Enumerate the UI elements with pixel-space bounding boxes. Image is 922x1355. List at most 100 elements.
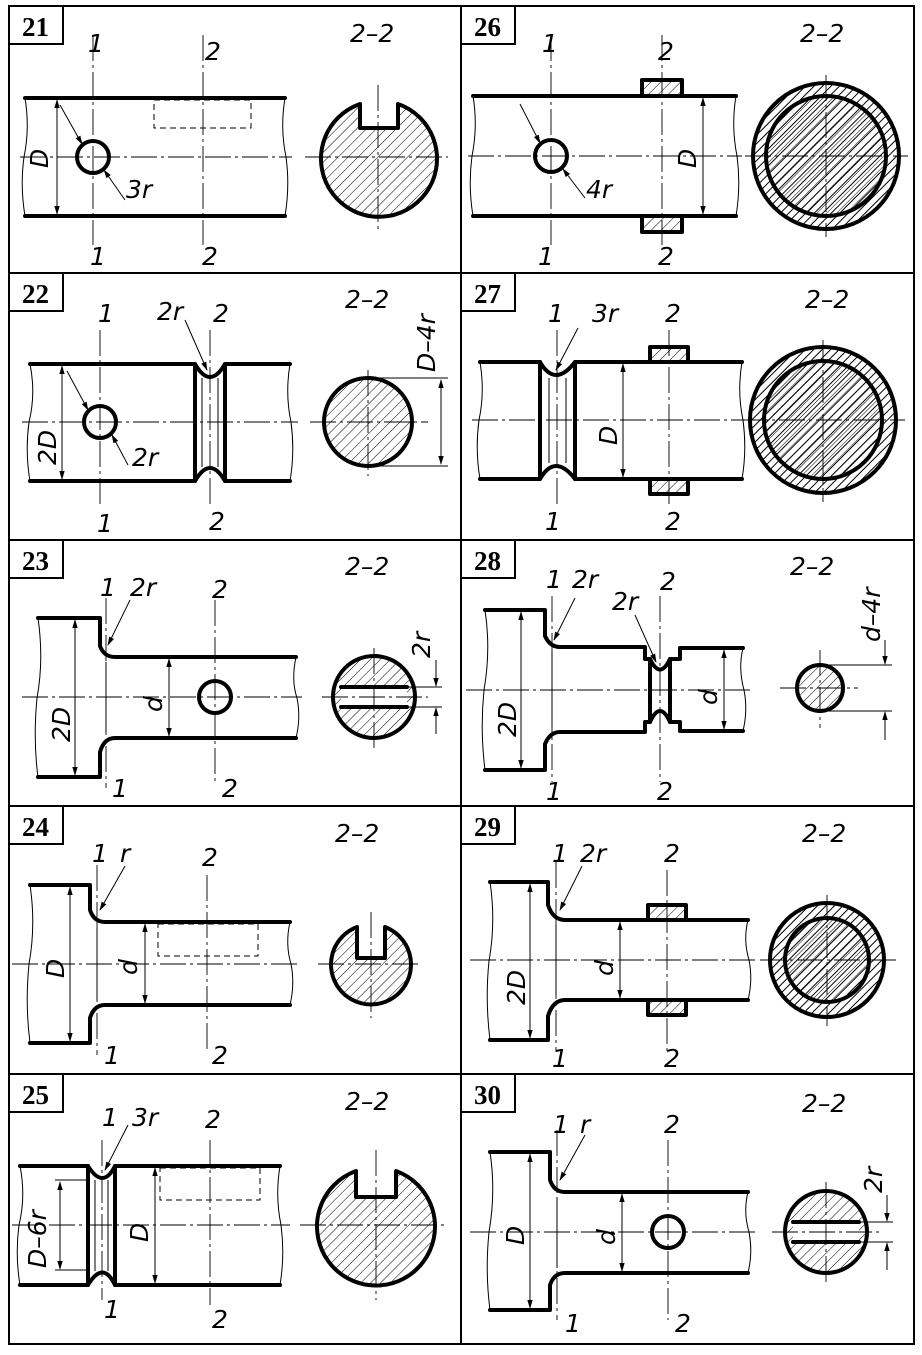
dimension-label: D–6r xyxy=(23,1208,52,1268)
cut-label: 2 xyxy=(212,1041,228,1070)
section-view xyxy=(780,640,892,740)
dimension-label: 2r xyxy=(580,839,608,868)
dimension-label: d–4r xyxy=(857,586,886,642)
panel-number: 30 xyxy=(474,1080,501,1110)
cut-label: 2 xyxy=(212,575,228,604)
cut-label: 2 xyxy=(675,1309,691,1338)
dimension-label: 2D xyxy=(47,707,76,742)
shaft-view xyxy=(470,862,755,1052)
dimension-label: 2r xyxy=(612,587,640,616)
panel-22: 22 2–2 1 2r 2 1 2 2D 2r xyxy=(8,272,448,538)
cut-label: 1 xyxy=(104,1295,120,1324)
dimension-label: 2r xyxy=(572,565,600,594)
dimension-label: d xyxy=(114,959,143,975)
section-view xyxy=(772,1182,893,1284)
dimension-label: D xyxy=(41,959,70,978)
dimension-label: 2r xyxy=(859,1165,888,1193)
panel-24: 24 2–2 1 r 2 1 2 D d xyxy=(8,805,420,1070)
cut-label: 1 xyxy=(97,509,113,538)
section-label: 2–2 xyxy=(335,819,379,848)
dimension-label: r xyxy=(120,839,132,868)
panel-number-box xyxy=(8,5,64,45)
dimension-label: D–4r xyxy=(412,312,441,372)
shaft-view xyxy=(12,865,298,1055)
panel-23: 23 2–2 1 2r 2 1 2 2D d xyxy=(8,539,442,803)
panel-number: 24 xyxy=(22,812,49,842)
panel-number: 23 xyxy=(22,546,49,576)
cut-label: 1 xyxy=(100,573,116,602)
section-label: 2–2 xyxy=(345,285,389,314)
section-view xyxy=(742,340,905,502)
dimension-label: d xyxy=(694,689,723,705)
dimension-label: 2D xyxy=(493,702,522,737)
panel-21: 21 2–2 1 2 1 2 D 3r xyxy=(8,5,448,271)
shaft-view xyxy=(22,598,302,788)
dimension-label: 3r xyxy=(592,299,620,328)
cut-label: 1 xyxy=(546,565,562,594)
dimension-label: D xyxy=(25,149,54,168)
dimension-label: D xyxy=(501,1226,530,1245)
shaft-view xyxy=(468,35,742,245)
panel-number: 25 xyxy=(22,1080,49,1110)
panel-number: 21 xyxy=(22,12,49,42)
cut-label: 2 xyxy=(205,1105,221,1134)
cut-label: 1 xyxy=(112,774,128,803)
section-label: 2–2 xyxy=(802,819,846,848)
cut-label: 1 xyxy=(90,242,106,271)
dimension-label: 3r xyxy=(126,175,154,204)
cut-label: 2 xyxy=(657,777,673,806)
cut-label: 2 xyxy=(202,843,218,872)
panel-number: 26 xyxy=(474,12,501,42)
section-view xyxy=(322,648,442,750)
section-label: 2–2 xyxy=(350,19,394,48)
section-view xyxy=(300,1150,448,1300)
shaft-view xyxy=(470,1130,755,1320)
dimension-label: d xyxy=(139,696,168,712)
dimension-label: D xyxy=(594,426,623,445)
cut-label: 2 xyxy=(664,839,680,868)
section-view xyxy=(318,912,420,1018)
panel-26: 26 2–2 1 2 1 2 D 4r xyxy=(460,5,908,271)
section-view xyxy=(745,75,908,237)
dimension-label: D xyxy=(673,149,702,168)
section-view xyxy=(305,85,448,230)
shaft-view xyxy=(466,596,750,782)
cut-label: 2 xyxy=(222,774,238,803)
shaft-view xyxy=(20,35,292,245)
panel-29: 29 2–2 1 2r 2 1 2 2D d xyxy=(460,805,896,1073)
section-label: 2–2 xyxy=(345,1087,389,1116)
section-label: 2–2 xyxy=(800,19,844,48)
cut-label: 2 xyxy=(209,507,225,536)
cut-label: 2 xyxy=(665,507,681,536)
section-view xyxy=(760,895,896,1026)
dimension-label: D xyxy=(125,1223,154,1242)
cut-label: 2 xyxy=(202,242,218,271)
dimension-label: d xyxy=(590,960,619,976)
cut-label: 1 xyxy=(88,29,104,58)
dimension-label: d xyxy=(592,1229,621,1245)
panel-28: 28 2–2 1 2r 2r 2 1 2 2D d xyxy=(460,539,892,806)
dimension-label: 2r xyxy=(132,443,160,472)
panel-25: 25 2–2 1 3r 2 1 2 D–6r D xyxy=(8,1073,448,1334)
cut-label: 1 xyxy=(552,1044,568,1073)
section-view xyxy=(310,370,448,476)
cut-label: 1 xyxy=(546,777,562,806)
cut-label: 2 xyxy=(665,299,681,328)
cut-label: 2 xyxy=(213,299,229,328)
dimension-label: 2r xyxy=(407,630,436,658)
cut-label: 2 xyxy=(660,567,676,596)
shaft-view xyxy=(12,1124,290,1305)
section-label: 2–2 xyxy=(790,552,834,581)
cut-label: 2 xyxy=(658,37,674,66)
panel-number: 27 xyxy=(474,279,501,309)
panel-27: 27 2–2 1 3r 2 1 2 D xyxy=(460,272,905,536)
cut-label: 2 xyxy=(658,242,674,271)
shaft-view xyxy=(472,327,750,508)
section-label: 2–2 xyxy=(802,1089,846,1118)
cut-label: 1 xyxy=(538,242,554,271)
cut-label: 1 xyxy=(102,1103,118,1132)
cut-label: 1 xyxy=(553,1110,569,1139)
dimension-label: 2D xyxy=(33,430,62,465)
section-label: 2–2 xyxy=(805,285,849,314)
